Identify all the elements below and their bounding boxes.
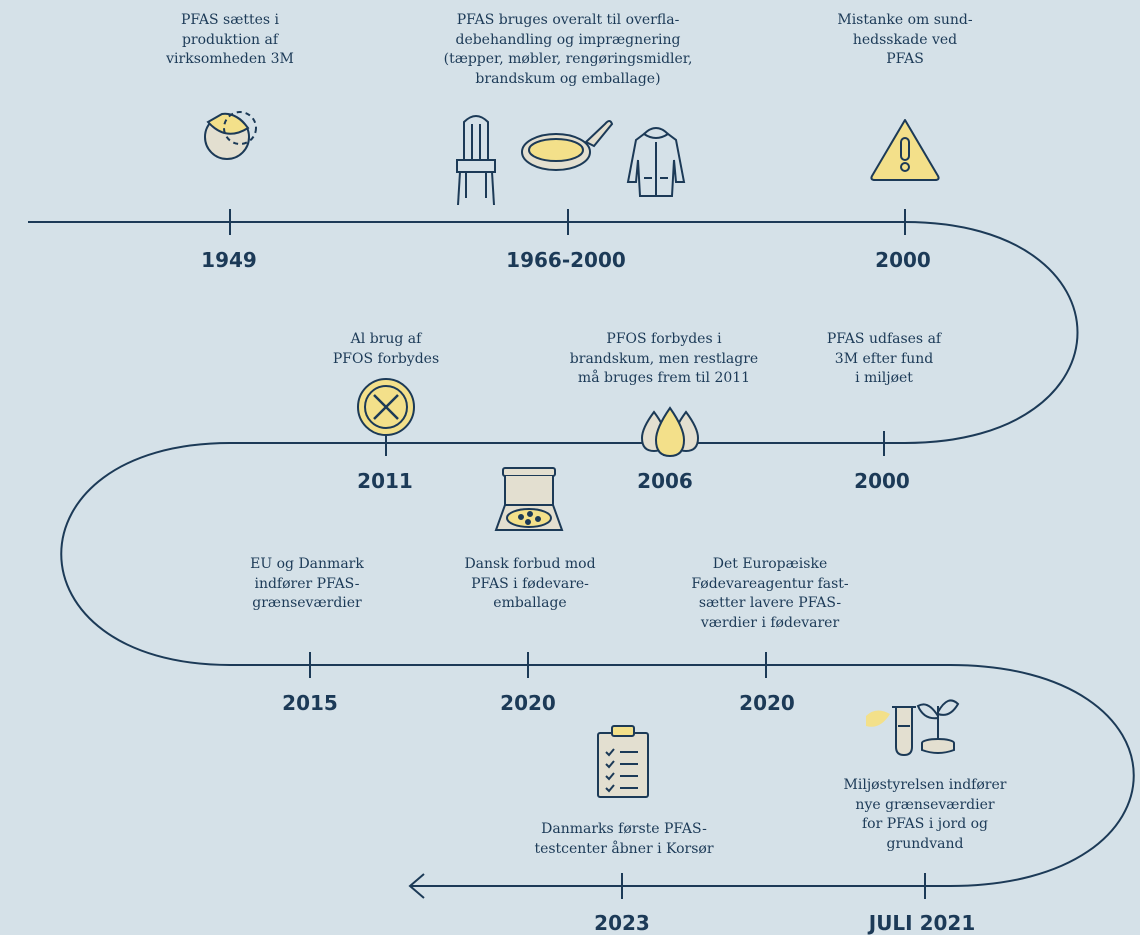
event-2015-text: EU og Danmark indfører PFAS- grænseværdi… bbox=[250, 556, 364, 611]
year-label-2000-a: 2000 bbox=[875, 248, 931, 272]
year-label-1966-2000: 1966-2000 bbox=[506, 248, 626, 272]
event-2000-b-text: PFAS udfases af 3M efter fund i miljøet bbox=[826, 331, 942, 386]
year-label-2006: 2006 bbox=[637, 469, 693, 493]
pizza-box-icon bbox=[494, 467, 564, 531]
year-label-juli-2021: JULI 2021 bbox=[868, 911, 976, 935]
jacket-icon bbox=[626, 127, 686, 197]
warning-icon bbox=[870, 119, 940, 181]
timeline-path bbox=[28, 221, 1135, 887]
event-2006-text: PFOS forbydes i brandskum, men restlagre… bbox=[569, 331, 759, 386]
event-2020-b-text: Det Europæiske Fødevareagentur fast- sæt… bbox=[691, 556, 849, 631]
event-2020-a-text: Dansk forbud mod PFAS i fødevare- emball… bbox=[464, 556, 596, 611]
event-1949-text: PFAS sættes i produktion af virksomheden… bbox=[166, 12, 294, 67]
event-2023-text: Danmarks første PFAS- testcenter åbner i… bbox=[534, 821, 714, 857]
event-2000-a-text: Mistanke om sund- hedsskade ved PFAS bbox=[837, 12, 973, 67]
clipboard-icon bbox=[597, 725, 649, 798]
event-2011-text: Al brug af PFOS forbydes bbox=[332, 331, 440, 367]
lab-plant-icon bbox=[866, 699, 960, 757]
frying-pan-icon bbox=[521, 120, 614, 171]
timeline-arrowhead bbox=[408, 873, 425, 899]
year-label-2000-b: 2000 bbox=[854, 469, 910, 493]
year-label-2023: 2023 bbox=[594, 911, 650, 935]
year-label-2020-b: 2020 bbox=[739, 691, 795, 715]
year-label-2011: 2011 bbox=[357, 469, 413, 493]
chair-icon bbox=[456, 115, 496, 206]
event-1966-2000-text: PFAS bruges overalt til overfla- debehan… bbox=[443, 12, 693, 87]
moon-icon bbox=[204, 111, 257, 160]
year-label-1949: 1949 bbox=[201, 248, 257, 272]
year-label-2015: 2015 bbox=[282, 691, 338, 715]
drops-icon bbox=[640, 406, 700, 458]
tick-marks bbox=[229, 209, 926, 899]
year-label-2020-a: 2020 bbox=[500, 691, 556, 715]
event-juli-2021-text: Miljøstyrelsen indfører nye grænseværdie… bbox=[843, 777, 1007, 852]
x-circle-icon bbox=[357, 378, 415, 436]
